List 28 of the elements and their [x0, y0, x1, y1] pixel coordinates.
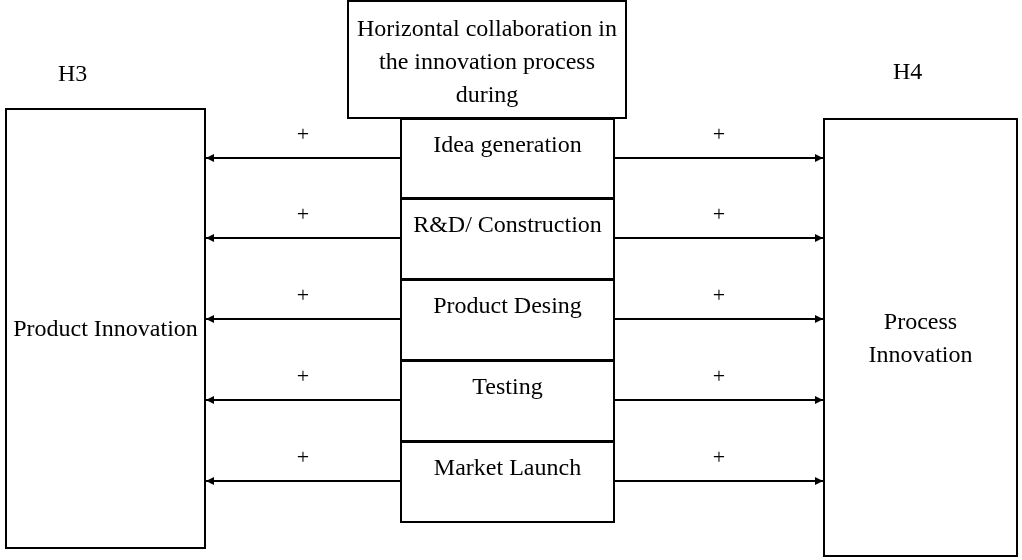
arrow: [205, 234, 401, 242]
arrow: [205, 396, 401, 404]
arrow: [614, 396, 824, 404]
arrow: [614, 154, 824, 162]
arrow: [205, 315, 401, 323]
process-box: [400, 360, 615, 442]
box-text: Market Launch: [433, 453, 582, 482]
box-text: Idea generation: [433, 130, 582, 159]
hypothesis-label: H3: [58, 60, 88, 87]
arrow: [205, 154, 401, 162]
box-text: Product Desing: [433, 291, 582, 320]
box-text: Product Innovation: [13, 314, 198, 343]
process-box: [5, 108, 206, 549]
process-box: [400, 198, 615, 280]
arrow: [614, 477, 824, 485]
arrow: [614, 315, 824, 323]
process-box: [400, 118, 615, 199]
arrow: [205, 477, 401, 485]
box-text: Testing: [472, 372, 543, 401]
box-text: Process Innovation: [867, 306, 974, 369]
hypothesis-label: H4: [893, 58, 923, 85]
arrow: [614, 234, 824, 242]
process-box: [823, 118, 1018, 557]
process-box: [400, 441, 615, 523]
process-box: [347, 0, 627, 119]
box-text: R&D/ Construction: [413, 210, 602, 239]
box-text: Horizontal collaboration in the innovation process during: [356, 14, 618, 109]
process-box: [400, 279, 615, 361]
